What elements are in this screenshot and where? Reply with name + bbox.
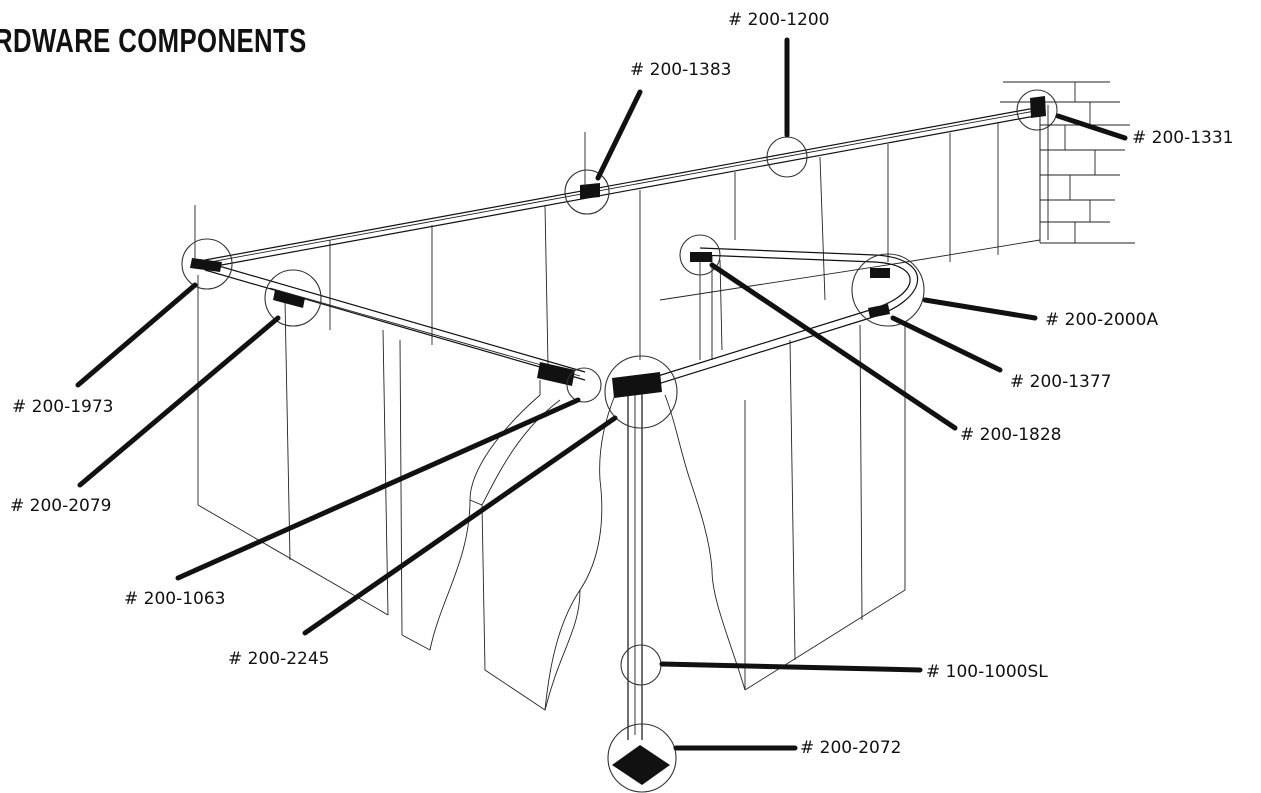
support-pole (612, 385, 670, 785)
part-label-200-1377: # 200-1377 (1010, 372, 1112, 392)
part-label-200-2245: # 200-2245 (228, 649, 330, 669)
corner-fitting-2245 (612, 372, 662, 398)
part-label-100-1000sl: # 100-1000SL (926, 662, 1048, 682)
fitting-1383 (580, 183, 600, 199)
callout-circles (181, 89, 1058, 793)
left-curtain (197, 275, 561, 651)
fitting-1063 (537, 362, 575, 386)
part-label-200-1331: # 200-1331 (1132, 128, 1234, 148)
part-label-200-2079: # 200-2079 (10, 496, 112, 516)
fitting-1828 (690, 252, 712, 262)
left-rail (204, 261, 586, 381)
part-label-200-2000a: # 200-2000A (1045, 310, 1159, 330)
floor-base-plate (612, 745, 670, 785)
front-curtain (481, 324, 906, 711)
brick-wall (1000, 81, 1135, 244)
fitting-2079 (273, 290, 305, 308)
part-label-200-2072: # 200-2072 (800, 738, 902, 758)
leader-lines (75, 37, 1128, 751)
fitting-2000a (870, 268, 890, 278)
back-rail (204, 107, 1036, 269)
part-label-200-1383: # 200-1383 (630, 60, 732, 80)
end-fitting-1973 (190, 258, 222, 272)
part-label-200-1973: # 200-1973 (12, 397, 114, 417)
part-label-200-1063: # 200-1063 (124, 589, 226, 609)
part-label-200-1200: # 200-1200 (728, 10, 830, 30)
fitting-1377 (868, 304, 890, 318)
wall-bracket-1331 (1030, 96, 1046, 118)
diagram-title: RDWARE COMPONENTS (0, 22, 307, 59)
back-curtain (329, 118, 1041, 366)
hanger-rods (194, 132, 586, 260)
part-label-200-1828: # 200-1828 (960, 425, 1062, 445)
fittings (190, 96, 1046, 398)
